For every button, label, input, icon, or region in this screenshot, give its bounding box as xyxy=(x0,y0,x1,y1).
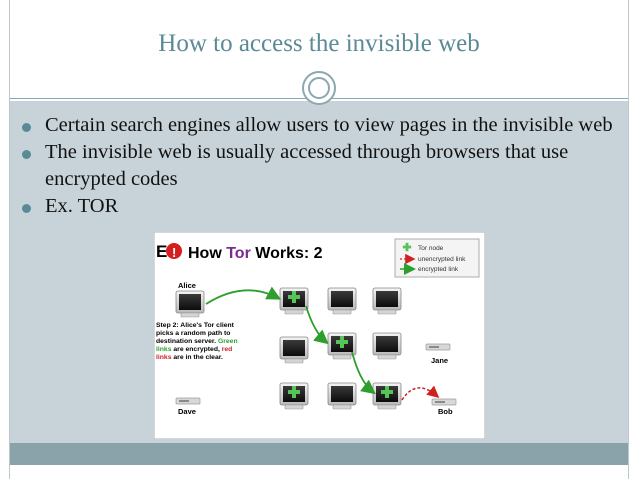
tor-relay-icon xyxy=(372,382,402,410)
bullet-text: The invisible web is usually accessed th… xyxy=(45,141,569,190)
bullet-item: Ex. TOR xyxy=(18,193,618,220)
dave-label: Dave xyxy=(178,407,196,416)
bullet-text: Certain search engines allow users to vi… xyxy=(45,114,613,136)
tor-diagram-svg: E ! How Tor Works: 2 Tor node unencrypte… xyxy=(154,232,485,439)
bullet-item: Certain search engines allow users to vi… xyxy=(18,112,618,139)
computer-icon xyxy=(327,382,357,410)
tor-relay-icon xyxy=(279,287,309,315)
slide-frame-right xyxy=(628,0,629,479)
encrypted-link-1 xyxy=(205,286,282,305)
slide-frame-left xyxy=(9,0,10,479)
jane-label: Jane xyxy=(431,356,448,365)
tor-relay-icon xyxy=(327,332,357,360)
diagram-heading: How Tor Works: 2 xyxy=(188,245,323,262)
bullet-list: Certain search engines allow users to vi… xyxy=(18,112,618,220)
legend-encrypted-label: encrypted link xyxy=(418,266,459,273)
tor-relay-icon xyxy=(279,382,309,410)
caption-line: destination server. Green xyxy=(156,338,238,345)
caption-line: links are in the clear. xyxy=(156,354,223,361)
bob-server-icon xyxy=(431,398,457,406)
alice-label: Alice xyxy=(178,281,196,290)
caption-line: Step 2: Alice's Tor client xyxy=(156,322,235,329)
unencrypted-link xyxy=(401,385,440,401)
computer-icon xyxy=(372,287,402,315)
divider-circle-inner xyxy=(308,77,330,99)
slide-footer-bar xyxy=(10,443,628,465)
tor-diagram: E ! How Tor Works: 2 Tor node unencrypte… xyxy=(154,232,485,439)
diagram-legend: Tor node unencrypted link encrypted link xyxy=(394,238,480,278)
computer-icon xyxy=(327,287,357,315)
encrypted-link-3 xyxy=(351,351,376,395)
svg-text:!: ! xyxy=(172,245,176,260)
bullet-text: Ex. TOR xyxy=(45,195,119,217)
computer-icon xyxy=(372,332,402,360)
computer-icon xyxy=(279,336,309,364)
diagram-caption: Step 2: Alice's Tor client picks a rando… xyxy=(156,322,238,361)
legend-unencrypted-label: unencrypted link xyxy=(418,256,466,263)
jane-server-icon xyxy=(425,343,451,351)
bullet-item: The invisible web is usually accessed th… xyxy=(18,139,618,193)
svg-text:E: E xyxy=(156,242,167,261)
bullet-dot-icon xyxy=(22,204,31,213)
caption-line: picks a random path to xyxy=(156,330,230,337)
bob-label: Bob xyxy=(438,407,453,416)
divider-circle-ornament xyxy=(302,71,336,105)
caption-line: links are encrypted, red xyxy=(156,346,232,353)
bullet-dot-icon xyxy=(22,150,31,159)
slide-title: How to access the invisible web xyxy=(158,30,480,57)
legend-node-label: Tor node xyxy=(418,245,444,252)
bullet-dot-icon xyxy=(22,123,31,132)
dave-server-icon xyxy=(175,397,201,405)
alice-computer-icon xyxy=(175,290,205,318)
tor-logo-icon: E ! xyxy=(156,242,182,261)
encrypted-link-2 xyxy=(305,305,329,345)
